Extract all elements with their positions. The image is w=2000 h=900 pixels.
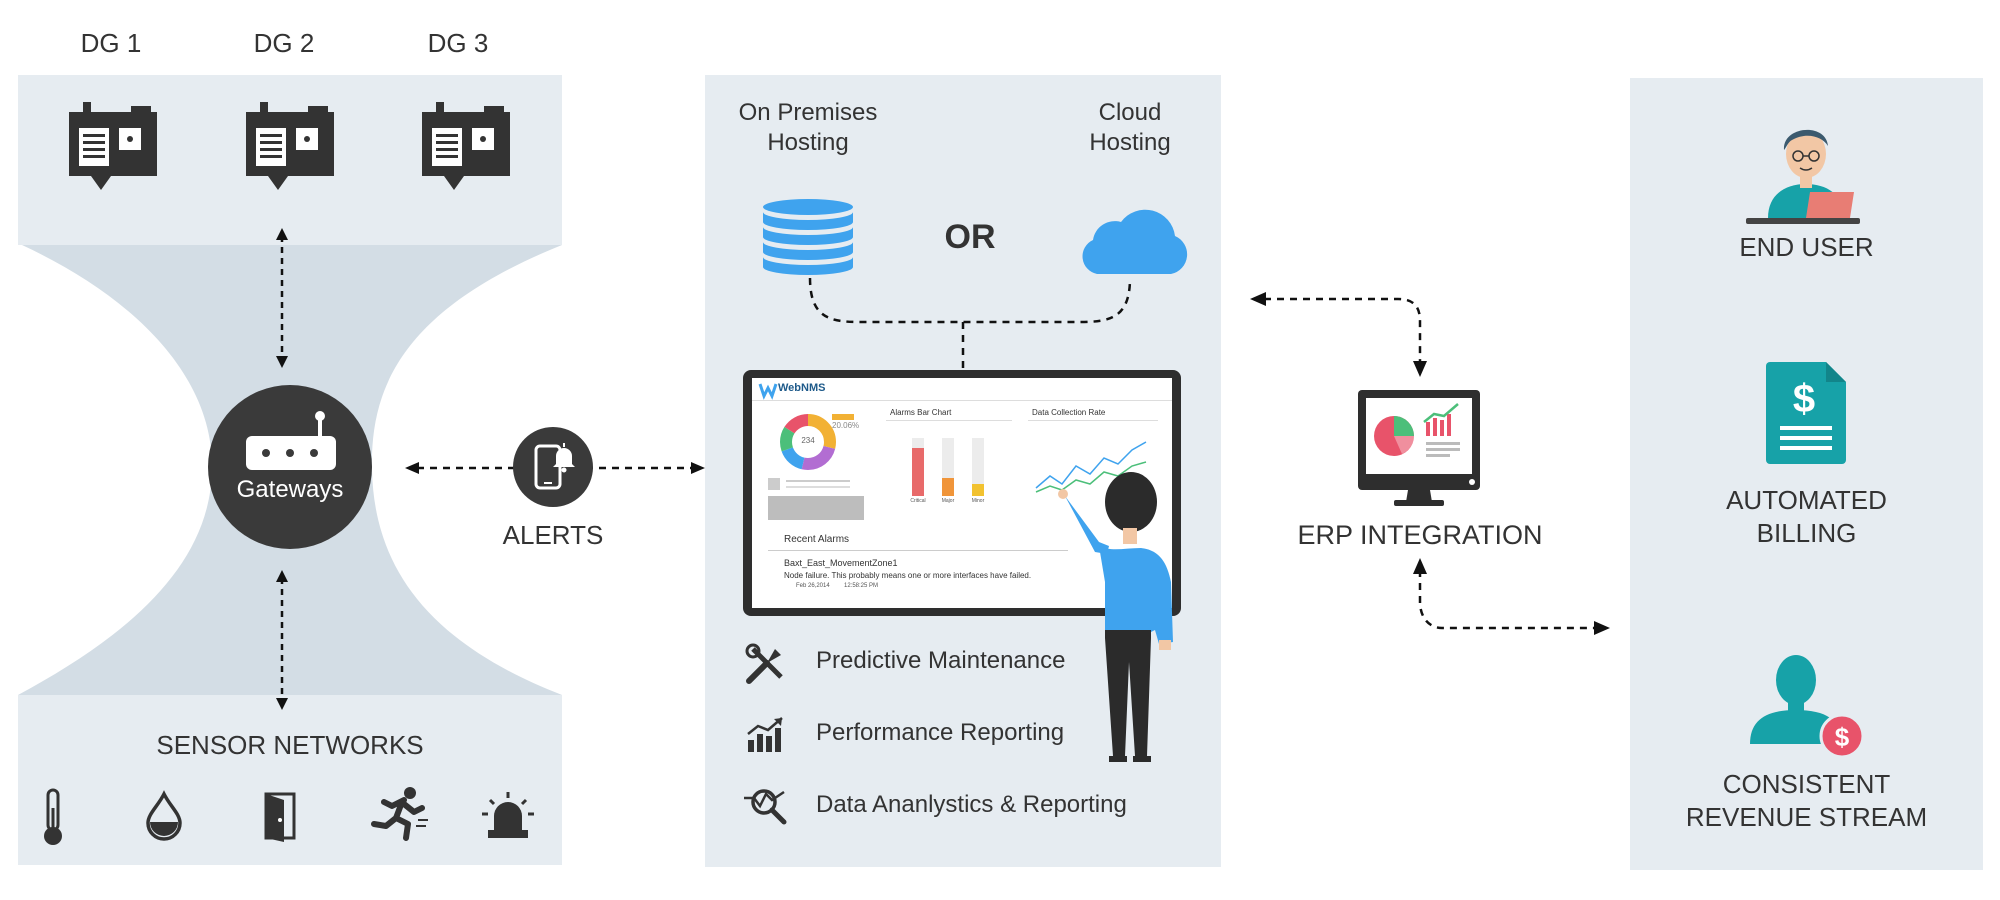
tools-icon <box>745 643 783 684</box>
or-label: OR <box>944 218 996 256</box>
feature-label-predictive-maintenance: Predictive Maintenance <box>816 647 1066 674</box>
phone-bell-icon <box>534 443 575 490</box>
svg-text:$: $ <box>1793 377 1815 421</box>
database-icon <box>763 199 853 275</box>
cloud-hosting-label: Cloud Hosting <box>1089 99 1171 156</box>
bar-category-minor: Minor <box>971 498 985 504</box>
erp-top-arrow <box>1250 292 1427 377</box>
webnms-logo-icon <box>758 383 778 400</box>
running-person-icon <box>371 787 428 841</box>
alarm-message: Node failure. This probably means one or… <box>784 571 1032 580</box>
thermometer-icon <box>44 788 62 845</box>
presenter-figure <box>1058 472 1173 762</box>
donut-badge <box>832 414 854 420</box>
cloud-icon <box>1082 209 1188 274</box>
end-user-icon <box>1746 129 1860 224</box>
erp-monitor-icon <box>1358 390 1480 506</box>
widget-placeholder <box>768 478 780 490</box>
revenue-stream-label: CONSISTENT REVENUE STREAM <box>1630 768 1983 834</box>
erp-integration-label: ERP INTEGRATION <box>1297 520 1543 550</box>
dashboard-header-line <box>752 400 1172 401</box>
feature-label-performance-reporting: Performance Reporting <box>816 719 1065 746</box>
bar-minor <box>972 484 984 496</box>
sensor-networks-title: SENSOR NETWORKS <box>156 730 424 760</box>
svg-text:$: $ <box>1835 722 1850 752</box>
dashboard-screen: WebNMS 234 20.06% Alarms Bar Chart Criti… <box>752 378 1172 608</box>
generator-icon <box>422 102 510 190</box>
automated-billing-line-2: BILLING <box>1756 518 1857 548</box>
revenue-stream-line-1: CONSISTENT <box>1722 769 1891 799</box>
on-premises-label: On Premises Hosting <box>738 99 878 156</box>
line-chart-title: Data Collection Rate <box>1032 408 1106 417</box>
widget-placeholder <box>786 480 850 482</box>
growth-chart-icon <box>747 717 783 752</box>
dg-label-3: DG 3 <box>427 28 489 58</box>
erp-bottom-arrow <box>1413 558 1610 635</box>
donut-chart <box>780 414 836 470</box>
bar-category-critical: Critical <box>910 498 926 504</box>
widget-placeholder <box>786 486 850 488</box>
gateway-label: Gateways <box>236 476 344 503</box>
donut-percent: 20.06% <box>832 421 860 430</box>
dg-gateway-arrow <box>276 228 288 368</box>
dg-label-1: DG 1 <box>80 28 142 58</box>
bar-critical <box>912 448 924 496</box>
generator-icon <box>246 102 334 190</box>
revenue-stream-line-2: REVENUE STREAM <box>1685 802 1928 832</box>
analytics-magnifier-icon <box>744 789 787 825</box>
widget-placeholder <box>768 550 1068 551</box>
billing-document-icon: $ <box>1766 362 1846 464</box>
feature-label-data-analytics: Data Ananlystics & Reporting <box>816 791 1127 818</box>
widget-placeholder <box>768 496 864 520</box>
dg-label-2: DG 2 <box>253 28 315 58</box>
line-chart <box>1035 441 1147 493</box>
alerts-arrow <box>405 462 705 474</box>
bar-major <box>942 478 954 496</box>
door-icon <box>264 792 296 842</box>
bar-chart-title: Alarms Bar Chart <box>890 408 952 417</box>
automated-billing-line-1: AUTOMATED <box>1726 485 1887 515</box>
router-icon <box>246 411 336 470</box>
hosting-connector <box>808 277 1132 372</box>
alarm-name: Baxt_East_MovementZone1 <box>784 558 898 568</box>
alarm-time: 12:58:25 PM <box>844 583 879 589</box>
gateway-sensor-arrow <box>276 570 288 710</box>
alarm-date: Feb 26,2014 <box>796 583 830 589</box>
dashboard-brand: WebNMS <box>778 382 826 394</box>
widget-placeholder <box>886 420 1012 421</box>
recent-alarms-title: Recent Alarms <box>784 534 850 545</box>
automated-billing-label: AUTOMATED BILLING <box>1630 484 1983 550</box>
water-drop-icon <box>146 790 182 841</box>
widget-placeholder <box>1028 420 1158 421</box>
donut-value: 234 <box>801 436 815 445</box>
revenue-user-icon: $ <box>1750 655 1865 759</box>
end-user-label: END USER <box>1739 232 1874 262</box>
alarm-siren-icon <box>482 792 534 838</box>
bar-column <box>972 438 984 496</box>
alerts-label: ALERTS <box>502 520 604 550</box>
generator-icon <box>69 102 157 190</box>
bar-category-major: Major <box>941 498 955 504</box>
